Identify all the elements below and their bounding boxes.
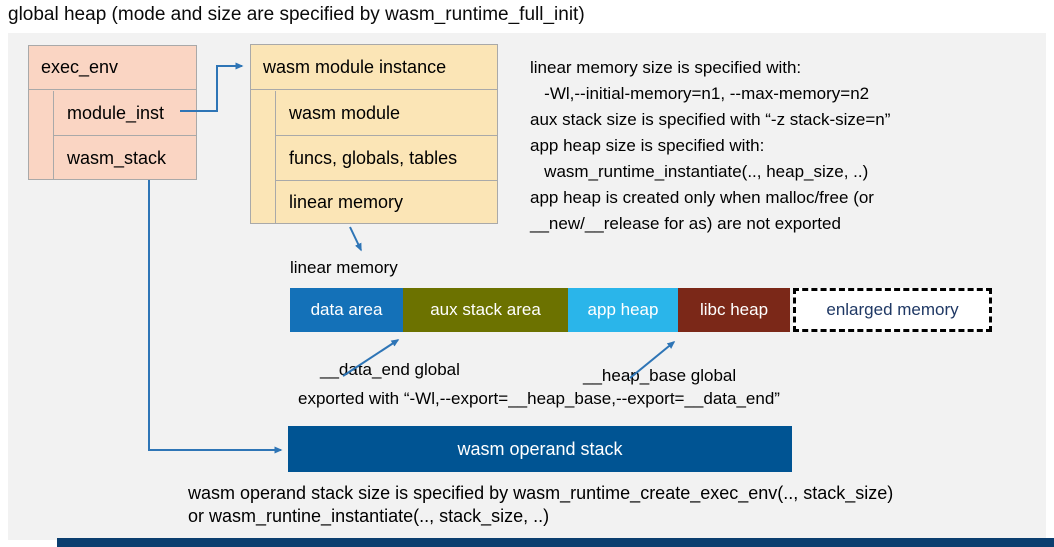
slide-footer-bar: [57, 538, 1054, 547]
export-note-label: exported with “-Wl,--export=__heap_base,…: [298, 389, 780, 408]
exec-env-box: exec_env module_inst wasm_stack: [28, 45, 197, 180]
note-line: aux stack size is specified with “-z sta…: [530, 110, 891, 129]
segment-data-area: data area: [290, 288, 403, 332]
exec-env-header: exec_env: [29, 46, 196, 90]
segment-app-heap: app heap: [568, 288, 678, 332]
notes-block: linear memory size is specified with: -W…: [530, 55, 890, 237]
segment-libc-heap: libc heap: [678, 288, 790, 332]
row-wasm-module: wasm module: [275, 91, 497, 136]
note-line: app heap size is specified with:: [530, 136, 765, 155]
exec-env-rows: module_inst wasm_stack: [53, 91, 196, 180]
footer-note: wasm operand stack size is specified by …: [188, 482, 893, 528]
note-line: wasm_runtime_instantiate(.., heap_size, …: [530, 162, 869, 181]
wasm-module-instance-rows: wasm module funcs, globals, tables linea…: [275, 91, 497, 224]
data-end-global-label: __data_end global: [320, 360, 460, 379]
note-line: app heap is created only when malloc/fre…: [530, 188, 874, 207]
exec-env-row-wasm-stack: wasm_stack: [53, 136, 196, 180]
note-line: __new/__release for as) are not exported: [530, 214, 841, 233]
footer-line: or wasm_runtine_instantiate(.., stack_si…: [188, 506, 550, 526]
slide-title: global heap (mode and size are specified…: [8, 4, 585, 25]
wasm-operand-stack-label: wasm operand stack: [457, 438, 623, 459]
segment-aux-stack-area: aux stack area: [403, 288, 568, 332]
linear-memory-label: linear memory: [290, 258, 398, 277]
wasm-operand-stack-bar: wasm operand stack: [288, 426, 792, 472]
row-linear-memory: linear memory: [275, 181, 497, 224]
note-line: -Wl,--initial-memory=n1, --max-memory=n2: [530, 84, 870, 103]
note-line: linear memory size is specified with:: [530, 58, 802, 77]
row-funcs-globals-tables: funcs, globals, tables: [275, 136, 497, 181]
wasm-module-instance-box: wasm module instance wasm module funcs, …: [250, 44, 498, 224]
heap-base-global-label: __heap_base global: [583, 366, 737, 385]
segment-enlarged-memory: enlarged memory: [793, 288, 992, 332]
exec-env-row-module-inst: module_inst: [53, 91, 196, 136]
wasm-module-instance-header: wasm module instance: [251, 45, 497, 90]
footer-line: wasm operand stack size is specified by …: [188, 483, 894, 503]
